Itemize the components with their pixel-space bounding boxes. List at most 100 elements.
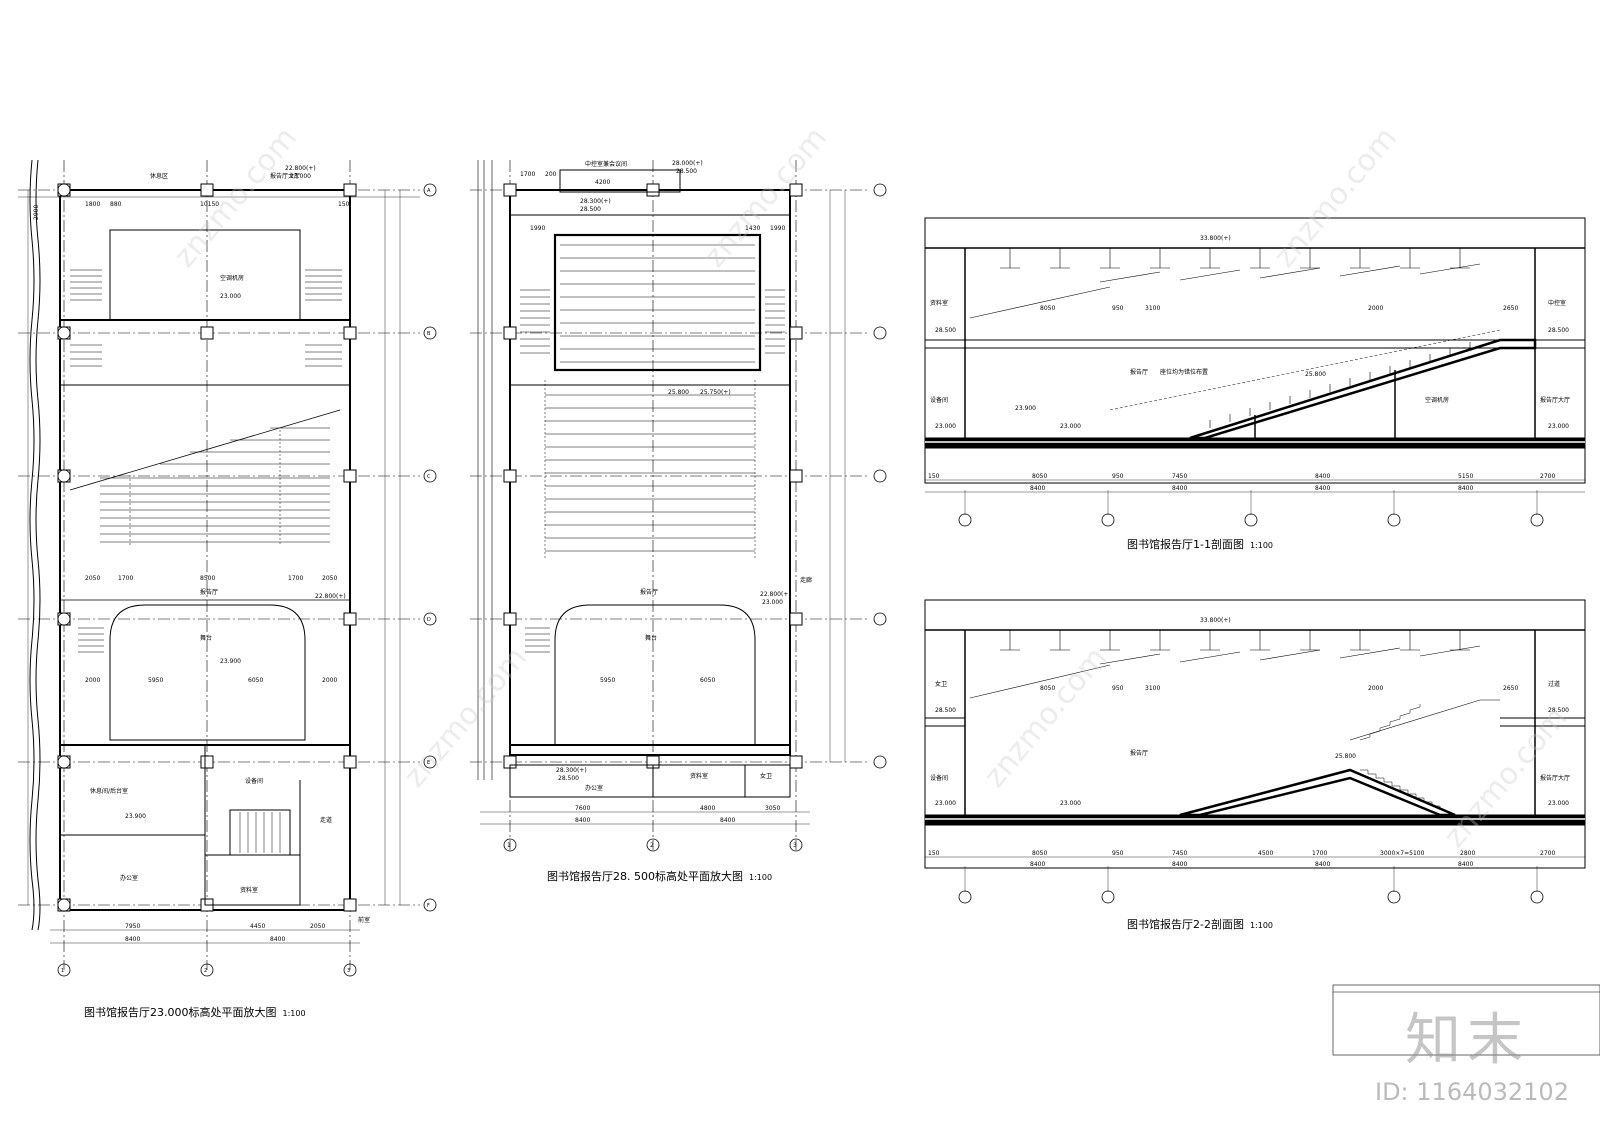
- dim-text: 150: [928, 850, 940, 857]
- plan-28500-axis-bubbles: [503, 183, 887, 852]
- note-label: 座位均为错位布置: [1160, 368, 1208, 376]
- dim-text: 950: [1112, 850, 1124, 857]
- axis-label: C: [427, 474, 431, 480]
- section-22-scale: 1:100: [1249, 921, 1274, 930]
- plan-28500-labels: 中控室兼会议间 报告厅 舞台 办公室 资料室 女卫 走廊 28.000(+) 2…: [507, 160, 812, 849]
- level-label: 23.000: [290, 173, 311, 180]
- axis-label: 3: [793, 842, 797, 849]
- dim-text: 5150: [1458, 473, 1473, 480]
- level-label: 23.000: [1060, 800, 1081, 807]
- dim-text: 8400: [1315, 861, 1330, 868]
- room-label: 空调机房: [220, 274, 244, 282]
- dim-text: 2050: [322, 575, 337, 582]
- dim-text: 7450: [1172, 473, 1187, 480]
- dim-text: 8050: [1032, 473, 1047, 480]
- level-label: 28.500: [935, 327, 956, 334]
- level-label: 25.800: [1305, 371, 1326, 378]
- room-label: 报告厅: [200, 588, 218, 596]
- axis-label: 2: [650, 842, 654, 849]
- level-label: 23.000: [935, 800, 956, 807]
- dim-text: 8050: [1032, 850, 1047, 857]
- dim-text: 2000: [85, 677, 100, 684]
- room-label: 休息间/后台室: [90, 787, 128, 795]
- dim-text: 2650: [1503, 685, 1518, 692]
- level-label: 23.900: [1015, 405, 1036, 412]
- dim-text: 1800: [85, 201, 100, 208]
- section-11-axis-bubbles: [958, 513, 1544, 527]
- dim-text: 8500: [200, 575, 215, 582]
- axis-label: 3: [347, 968, 350, 974]
- dim-text: 2050: [85, 575, 100, 582]
- dim-text: 8400: [575, 817, 590, 824]
- dim-text: 6050: [700, 677, 715, 684]
- dim-text: 8400: [720, 817, 735, 824]
- dim-text: 4450: [250, 923, 265, 930]
- dim-text: 1700: [118, 575, 133, 582]
- section-22-title-text: 图书馆报告厅2-2剖面图: [1127, 918, 1244, 931]
- room-label: 空调机房: [1425, 396, 1449, 404]
- room-label: 舞台: [200, 634, 212, 642]
- room-label: 过道: [1548, 680, 1560, 688]
- room-label: 休息区: [150, 172, 168, 180]
- section-22-title: 图书馆报告厅2-2剖面图 1:100: [1127, 916, 1273, 932]
- dim-text: 2650: [1503, 305, 1518, 312]
- level-label: 28.500: [580, 206, 601, 213]
- level-label: 28.500: [558, 775, 579, 782]
- level-label: 28.500: [676, 168, 697, 175]
- level-label: 28.500: [1548, 327, 1569, 334]
- dim-text: 880: [110, 201, 122, 208]
- level-label: 25.800: [668, 389, 689, 396]
- dim-text: 8050: [1040, 305, 1055, 312]
- plan-28500-scale: 1:100: [749, 873, 773, 882]
- room-label: 报告厅: [640, 588, 658, 596]
- section-11-scale: 1:100: [1249, 541, 1274, 550]
- room-label: 设备间: [245, 777, 263, 785]
- dim-text: 150: [338, 201, 350, 208]
- dim-text: 8400: [1030, 861, 1045, 868]
- level-label: 23.900: [220, 658, 241, 665]
- dim-text: 8400: [1315, 473, 1330, 480]
- dim-text: 8400: [125, 936, 140, 943]
- plan-23000-axis-labels: 1 2 3 A B C D E F: [61, 188, 431, 974]
- room-label: 报告厅大厅: [1540, 396, 1570, 404]
- level-label: 22.800(+): [285, 165, 316, 172]
- dim-text: 7950: [125, 923, 140, 930]
- dim-text: 8400: [1458, 861, 1473, 868]
- dim-text: 8050: [1040, 685, 1055, 692]
- level-label: 25.800: [1335, 753, 1356, 760]
- dim-text: 200: [545, 171, 557, 178]
- axis-label: F: [427, 903, 430, 909]
- plan-28500-title-text: 图书馆报告厅28. 500标高处平面放大图: [547, 870, 743, 883]
- plan-28500-drawing: [470, 160, 870, 850]
- dim-text: 8400: [1030, 485, 1045, 492]
- axis-label: A: [427, 188, 431, 194]
- room-label: 办公室: [120, 874, 138, 882]
- section-22-drawing: [924, 599, 1586, 892]
- title-block: [1332, 984, 1600, 1056]
- dim-text: 3050: [765, 805, 780, 812]
- axis-label: 1: [61, 968, 64, 974]
- room-label: 报告厅大厅: [270, 172, 300, 180]
- level-label: 23.000: [935, 423, 956, 430]
- room-label: 舞台: [645, 634, 657, 642]
- level-label: 23.000: [220, 293, 241, 300]
- axis-label: E: [427, 760, 430, 766]
- level-label: 23.000: [762, 599, 783, 606]
- dim-text: 3100: [1145, 685, 1160, 692]
- room-label: 报告厅: [1130, 749, 1148, 757]
- level-label: 33.800(+): [1200, 235, 1231, 242]
- level-label: 33.800(+): [1200, 617, 1231, 624]
- room-label: 前室: [358, 916, 370, 924]
- dim-text: 2700: [1540, 473, 1555, 480]
- dim-text: 8400: [1172, 485, 1187, 492]
- dim-text: 950: [1112, 685, 1124, 692]
- dim-text: 950: [1112, 305, 1124, 312]
- level-label: 22.800(+): [760, 591, 791, 598]
- level-label: 28.500: [935, 707, 956, 714]
- dim-text: 5950: [600, 677, 615, 684]
- dim-text: 1430: [745, 225, 760, 232]
- level-label: 28.500: [1548, 707, 1569, 714]
- room-label: 走廊: [800, 576, 812, 584]
- level-label: 23.000: [1060, 423, 1081, 430]
